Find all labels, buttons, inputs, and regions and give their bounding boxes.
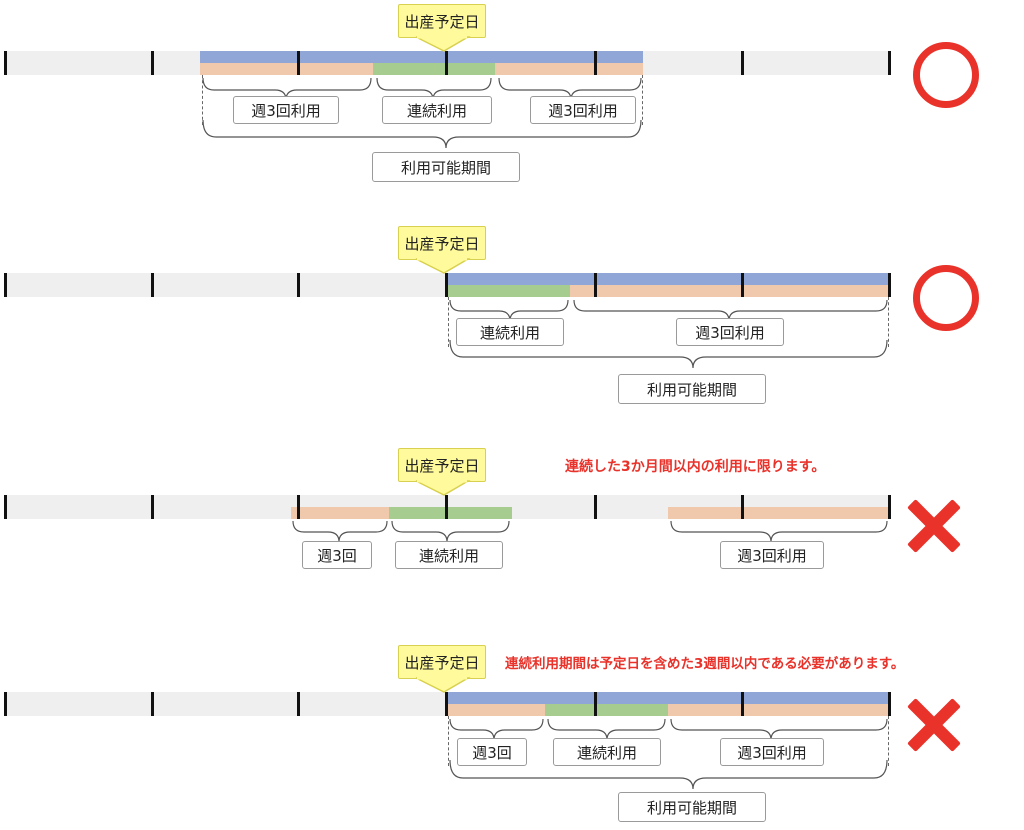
weekly-use-bar <box>668 507 890 519</box>
period-dash-line <box>888 297 889 347</box>
timeline-tick <box>888 692 891 716</box>
continuous-use-label: 連続利用 <box>553 738 661 766</box>
usable-period-bar <box>200 51 643 63</box>
weekly-use-label: 週3回利用 <box>233 96 339 124</box>
rule-note: 連続した3か月間以内の利用に限ります。 <box>565 459 826 475</box>
callout-pointer <box>415 479 471 496</box>
timeline-tick <box>297 273 300 297</box>
callout-pointer <box>415 257 471 274</box>
usable-period-label: 利用可能期間 <box>372 152 520 182</box>
timeline-tick <box>4 692 7 716</box>
circle-ok-icon <box>913 265 979 331</box>
usable-period-label: 利用可能期間 <box>618 374 766 404</box>
cross-ng-icon <box>906 697 962 753</box>
timeline-tick <box>741 495 744 519</box>
weekly-use-label: 週3回利用 <box>720 541 824 569</box>
weekly-use-label: 週3回 <box>302 541 372 569</box>
usable-period-label: 利用可能期間 <box>618 792 766 822</box>
continuous-use-bar <box>545 704 668 716</box>
timeline-tick <box>445 692 448 716</box>
continuous-use-bar <box>389 507 512 519</box>
weekly-use-bar <box>495 63 643 75</box>
callout-pointer <box>415 676 471 693</box>
continuous-use-label: 連続利用 <box>382 96 492 124</box>
timeline-tick <box>297 692 300 716</box>
weekly-use-label: 週3回利用 <box>720 738 824 766</box>
usable-period-bar <box>447 692 890 704</box>
timeline-tick <box>594 692 597 716</box>
due-date-callout: 出産予定日 <box>398 448 486 482</box>
period-dash-line <box>448 297 449 347</box>
continuous-use-bar <box>447 285 570 297</box>
weekly-use-bar <box>570 285 890 297</box>
timeline-tick <box>151 51 154 75</box>
due-date-callout: 出産予定日 <box>398 4 486 38</box>
usable-period-bar <box>447 273 890 285</box>
due-date-callout: 出産予定日 <box>398 226 486 260</box>
timeline-tick <box>888 51 891 75</box>
timeline-tick <box>594 273 597 297</box>
weekly-use-label: 週3回利用 <box>676 318 784 346</box>
period-dash-line <box>202 75 203 125</box>
continuous-use-bar <box>373 63 495 75</box>
timeline-tick <box>4 273 7 297</box>
weekly-use-label: 週3回利用 <box>530 96 636 124</box>
due-date-callout: 出産予定日 <box>398 645 486 679</box>
period-dash-line <box>642 75 643 125</box>
timeline-tick <box>741 51 744 75</box>
continuous-use-label: 連続利用 <box>456 318 564 346</box>
period-dash-line <box>888 716 889 766</box>
timeline-tick <box>445 273 448 297</box>
timeline-tick <box>594 51 597 75</box>
timeline-tick <box>888 495 891 519</box>
rule-note: 連続利用期間は予定日を含めた3週間以内である必要があります。 <box>505 656 905 672</box>
timeline-tick <box>151 273 154 297</box>
timeline-tick <box>888 273 891 297</box>
period-dash-line <box>448 716 449 766</box>
timeline-tick <box>594 495 597 519</box>
timeline-tick <box>4 51 7 75</box>
callout-pointer <box>415 35 471 52</box>
weekly-use-bar <box>291 507 389 519</box>
weekly-use-bar <box>668 704 890 716</box>
circle-ok-icon <box>913 42 979 108</box>
timeline-tick <box>741 692 744 716</box>
timeline-tick <box>151 495 154 519</box>
timeline-tick <box>297 51 300 75</box>
timeline-tick <box>151 692 154 716</box>
weekly-use-bar <box>200 63 373 75</box>
timeline-tick <box>4 495 7 519</box>
timeline-tick <box>445 495 448 519</box>
weekly-use-bar <box>447 704 545 716</box>
timeline-tick <box>741 273 744 297</box>
timeline-tick <box>297 495 300 519</box>
weekly-use-label: 週3回 <box>457 738 527 766</box>
continuous-use-label: 連続利用 <box>395 541 503 569</box>
timeline-tick <box>445 51 448 75</box>
